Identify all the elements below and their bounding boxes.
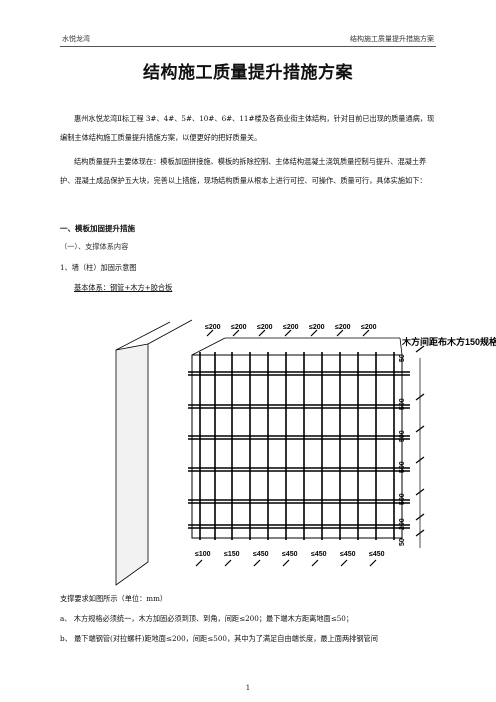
header-left: 水悦龙湾	[62, 35, 90, 43]
dim-tick	[415, 345, 425, 353]
top-dim-label: ≤200	[309, 324, 325, 331]
right-dim-label: 50	[399, 538, 406, 546]
dim-tick	[195, 559, 203, 567]
section-heading: 一、模板加固提升措施	[60, 224, 135, 233]
dim-tick	[232, 329, 240, 337]
dim-tick	[340, 559, 348, 567]
dim-tick	[415, 488, 425, 496]
right-dim-label: 500	[399, 398, 406, 410]
right-dim-label: 500	[399, 461, 406, 473]
dim-tick	[415, 425, 425, 433]
right-dim-label: 200	[399, 518, 406, 530]
page-header: 水悦龙湾 结构施工质量提升措施方案	[60, 34, 436, 47]
bottom-dim-label: ≤100	[195, 551, 211, 558]
top-dim-label: ≤200	[231, 324, 247, 331]
page-number: 1	[245, 684, 251, 692]
dim-tick	[336, 329, 344, 337]
top-dim-label: ≤200	[205, 324, 221, 331]
right-dim-label: 500	[399, 493, 406, 505]
formwork-panel	[191, 354, 403, 539]
requirement-b: b、 最下端钢管(对拉螺杆)距地面≤200，间距≤500，其中为了满足自由端长度…	[60, 634, 378, 643]
document-title: 结构施工质量提升措施方案	[143, 63, 353, 83]
requirement-a: a、 木方规格必须统一，木方加固必须到顶、到角，间距≤200；最下端木方距离地面…	[60, 614, 354, 623]
dim-tick	[253, 559, 261, 567]
diagram-caption: 支撑要求如图所示（单位：mm）	[60, 594, 168, 603]
top-dim-label: ≤200	[257, 324, 273, 331]
basic-system: 基本体系：钢管+木方+胶合板	[74, 283, 173, 292]
dim-tick	[206, 329, 214, 337]
dim-tick	[224, 559, 232, 567]
bottom-dim-label: ≤450	[253, 551, 269, 558]
dim-tick	[258, 329, 266, 337]
dim-tick	[282, 559, 290, 567]
dim-tick	[415, 393, 425, 401]
dim-tick	[415, 456, 425, 464]
right-dim-label: 50	[399, 354, 406, 362]
dim-tick	[311, 559, 319, 567]
dim-tick	[415, 513, 425, 521]
bottom-dim-label: ≤450	[311, 551, 327, 558]
right-dim-label: 500	[399, 430, 406, 442]
bottom-dim-label: ≤450	[369, 551, 385, 558]
subsection-heading: （一）、支撑体系内容	[60, 242, 129, 251]
paragraph-scope: 结构质量提升主要体现在：模板加固拼接施、模板的拆除控制、主体结构混凝土浇筑质量控…	[60, 157, 427, 185]
dim-tick	[415, 529, 425, 537]
dim-tick	[310, 329, 318, 337]
bottom-dim-label: ≤450	[282, 551, 298, 558]
diagram-note: 木方间距布木方150规格(50*100)150mm	[401, 336, 496, 347]
wall-slab	[115, 343, 149, 586]
top-dim-label: ≤200	[361, 324, 377, 331]
item-heading: 1、墙（柱）加固示意图	[60, 263, 137, 272]
top-dim-label: ≤200	[335, 324, 351, 331]
top-dim-label: ≤200	[283, 324, 299, 331]
dim-tick	[362, 329, 370, 337]
header-right: 结构施工质量提升措施方案	[350, 35, 434, 43]
bottom-dim-label: ≤150	[224, 551, 240, 558]
paragraph-intro: 惠州水悦龙湾Ⅱ标工程 3#、4#、5#、10#、6#、11#楼及各商业街主体结构…	[60, 114, 435, 142]
bottom-dim-label: ≤450	[340, 551, 356, 558]
dim-tick	[369, 559, 377, 567]
dim-tick	[284, 329, 292, 337]
